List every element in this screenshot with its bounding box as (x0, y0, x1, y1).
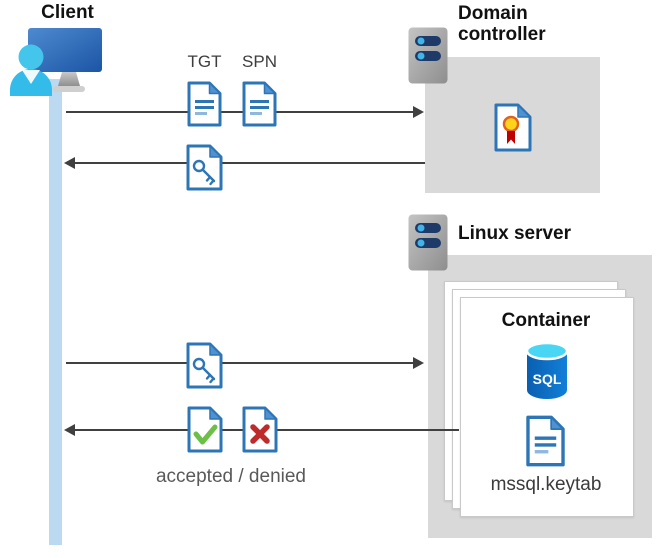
monitor-icon (28, 28, 102, 72)
client-monitor-user-icon (10, 28, 102, 96)
sql-database-icon: SQL (525, 342, 569, 399)
keytab-label: mssql.keytab (490, 474, 602, 495)
arrow-dc-to-client (75, 162, 425, 164)
spn-label: SPN (242, 52, 277, 71)
user-icon (10, 44, 52, 96)
tgt-document-icon (187, 81, 222, 127)
cross-icon (250, 424, 270, 444)
client-lifeline-bar (49, 79, 62, 545)
arrow-client-to-dc (66, 111, 413, 113)
key-document-icon (186, 342, 223, 389)
client-label: Client (41, 2, 94, 23)
arrow-client-to-container (66, 362, 413, 364)
linux-server-label: Linux server (458, 223, 571, 244)
tgt-label: TGT (187, 52, 222, 71)
arrowhead-left-icon (64, 424, 75, 436)
domain-controller-server-icon (408, 27, 448, 84)
check-icon (193, 424, 218, 445)
arrowhead-right-icon (413, 357, 424, 369)
linux-server-icon (408, 214, 448, 271)
result-label: accepted / denied (155, 466, 306, 487)
container-label: Container (501, 310, 591, 331)
certificate-document-icon (494, 103, 532, 152)
denied-document-icon (242, 406, 278, 453)
keytab-document-icon (526, 415, 565, 467)
key-icon (192, 357, 216, 384)
monitor-stand (58, 72, 80, 86)
key-icon (192, 159, 216, 186)
ribbon-icon (507, 131, 515, 144)
spn-document-icon (242, 81, 277, 127)
rosette-icon (502, 115, 520, 133)
key-document-icon (186, 144, 223, 191)
arrowhead-right-icon (413, 106, 424, 118)
accepted-document-icon (187, 406, 223, 453)
container-page-front (460, 297, 634, 517)
sql-label: SQL (533, 371, 562, 387)
domain-controller-label: Domain controller (458, 3, 546, 45)
monitor-base (53, 86, 85, 92)
arrowhead-left-icon (64, 157, 75, 169)
